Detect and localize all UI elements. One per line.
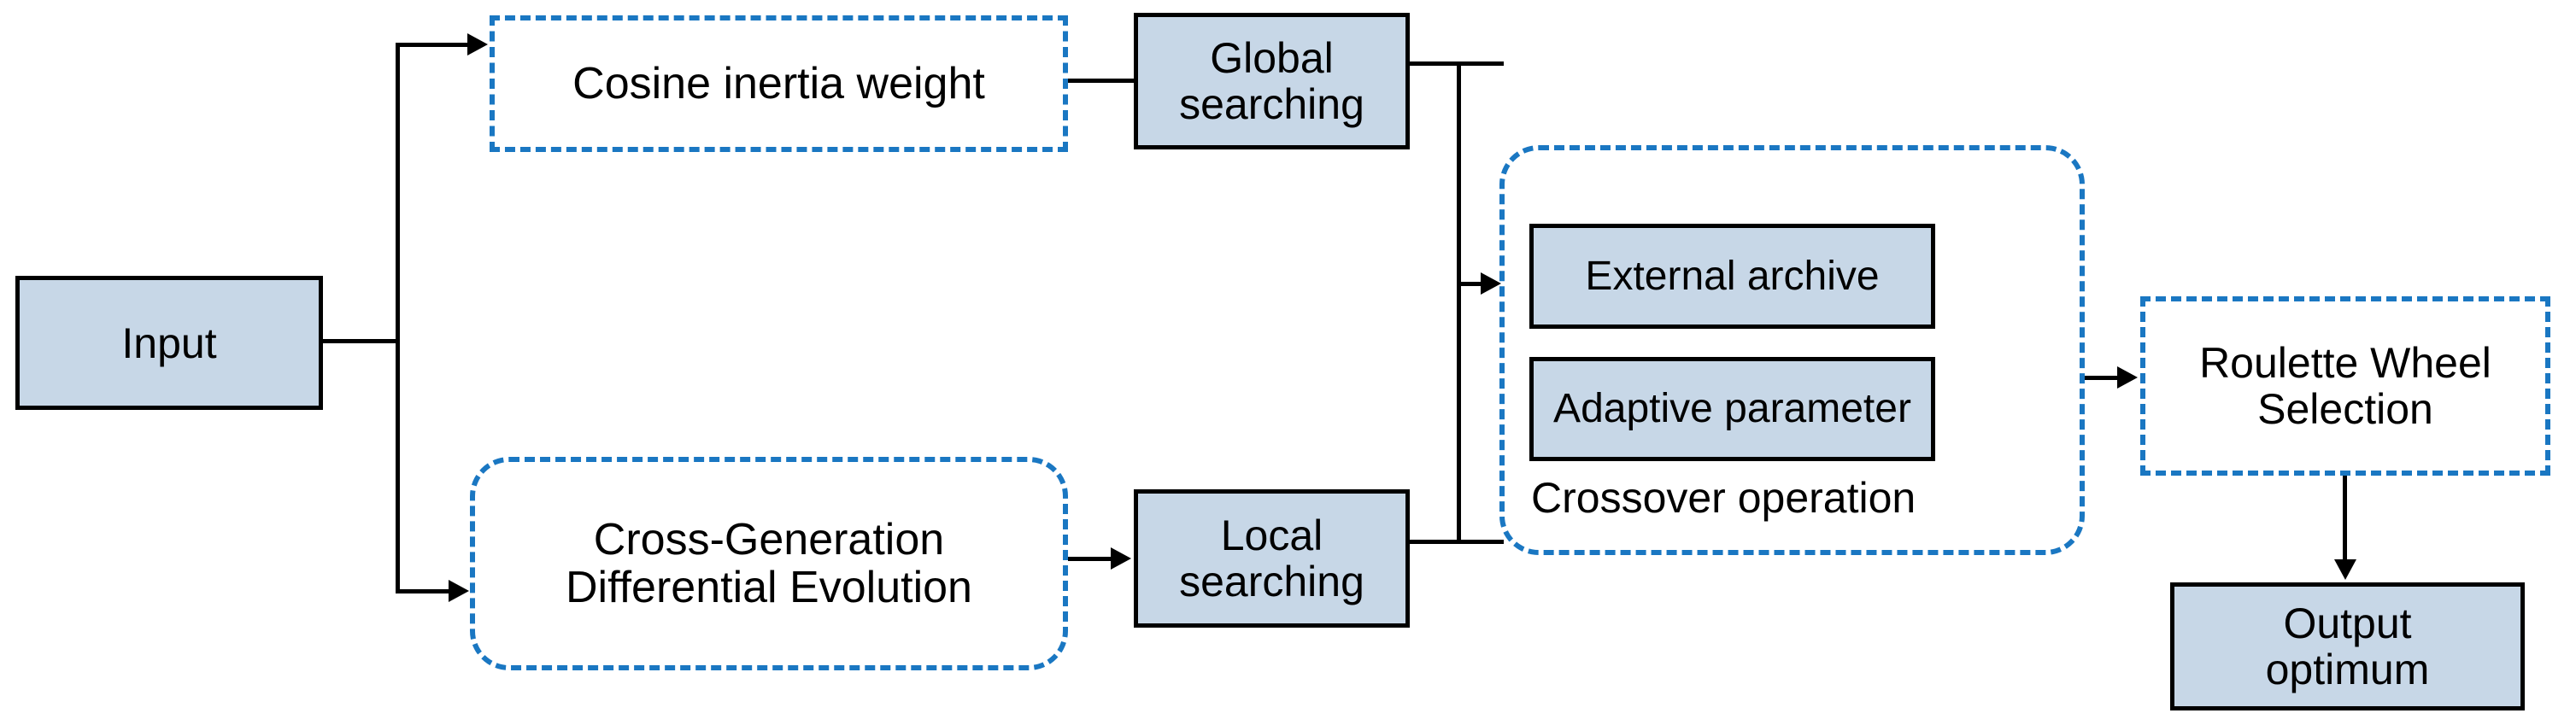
node-global-searching-label: Global searching <box>1179 34 1364 128</box>
edge-cosine-to-global <box>1068 79 1136 83</box>
node-adaptive-parameter-label: Adaptive parameter <box>1553 386 1911 432</box>
group-crossover-operation-label: Crossover operation <box>1531 468 2044 528</box>
node-roulette-wheel-selection-label: Roulette Wheel Selection <box>2199 339 2491 433</box>
edge-input-split-vertical <box>396 43 400 593</box>
group-crossover-operation-caption: Crossover operation <box>1531 474 1916 522</box>
node-cross-generation-de[interactable]: Cross-Generation Differential Evolution <box>470 457 1068 670</box>
edge-merge-vertical <box>1457 61 1461 544</box>
node-output-optimum[interactable]: Output optimum <box>2170 582 2525 710</box>
node-local-searching-label: Local searching <box>1179 512 1364 605</box>
node-roulette-wheel-selection[interactable]: Roulette Wheel Selection <box>2140 296 2550 476</box>
edge-crossgen-to-local-arrowhead <box>1111 547 1131 570</box>
node-external-archive-label: External archive <box>1585 253 1880 299</box>
edge-merge-to-crossover <box>1457 282 1484 286</box>
edge-merge-to-crossover-arrowhead <box>1481 272 1501 295</box>
edge-crossover-to-roulette <box>2085 376 2121 380</box>
edge-crossgen-to-local <box>1068 557 1115 561</box>
node-global-searching[interactable]: Global searching <box>1134 13 1410 149</box>
node-input[interactable]: Input <box>15 276 323 410</box>
edge-roulette-to-output-arrowhead <box>2334 559 2356 580</box>
node-cosine-inertia-weight-label: Cosine inertia weight <box>572 58 985 108</box>
node-local-searching[interactable]: Local searching <box>1134 489 1410 628</box>
edge-crossover-to-roulette-arrowhead <box>2117 366 2138 389</box>
edge-to-crossgen-arrowhead <box>449 580 469 602</box>
edge-to-cosine-arrowhead <box>467 33 488 56</box>
node-cross-generation-de-label: Cross-Generation Differential Evolution <box>566 514 972 612</box>
node-input-label: Input <box>121 319 217 367</box>
node-adaptive-parameter[interactable]: Adaptive parameter <box>1529 357 1935 461</box>
edge-input-trunk <box>323 339 400 343</box>
edge-to-cosine-horizontal <box>396 43 469 47</box>
node-output-optimum-label: Output optimum <box>2265 599 2430 693</box>
group-crossover-operation[interactable] <box>1499 145 2085 555</box>
node-cosine-inertia-weight[interactable]: Cosine inertia weight <box>490 15 1068 152</box>
edge-roulette-to-output-vertical <box>2343 476 2347 561</box>
edge-to-crossgen-horizontal <box>396 589 452 593</box>
node-external-archive[interactable]: External archive <box>1529 224 1935 329</box>
